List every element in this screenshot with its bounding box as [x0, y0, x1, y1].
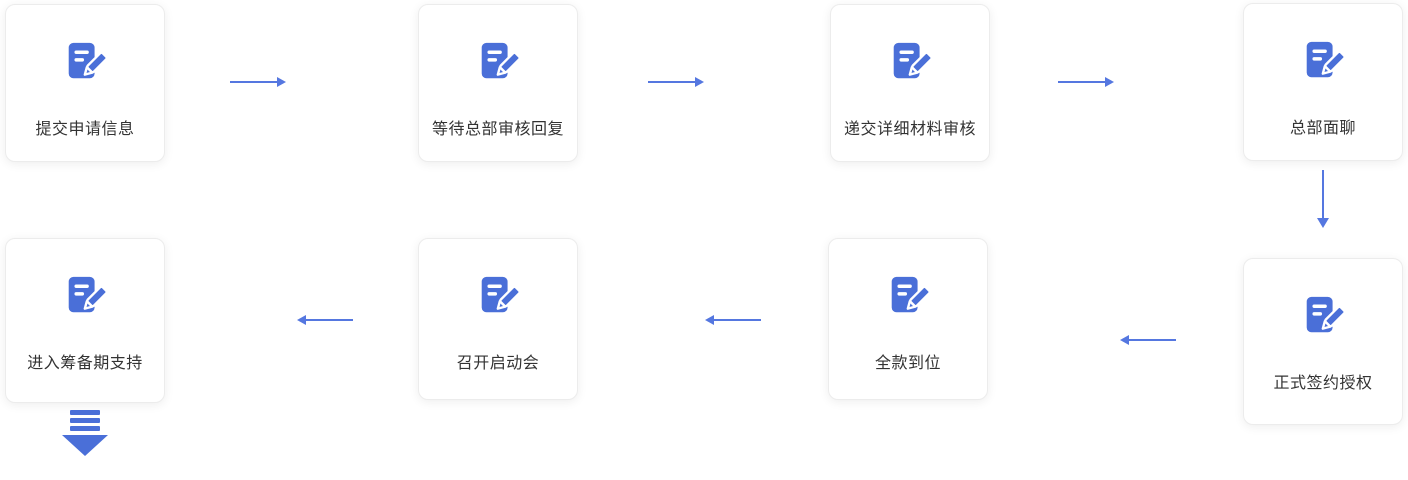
arrow-left-icon — [1120, 335, 1176, 345]
document-edit-icon — [1300, 293, 1346, 339]
step-card-submit-detailed-materials: 递交详细材料审核 — [830, 4, 990, 162]
arrow-left-icon — [705, 315, 761, 325]
step-card-hq-interview: 总部面聊 — [1243, 3, 1403, 161]
step-card-kickoff-meeting: 召开启动会 — [418, 238, 578, 400]
step-card-wait-hq-review: 等待总部审核回复 — [418, 4, 578, 162]
step-label: 进入筹备期支持 — [27, 355, 143, 372]
document-edit-icon — [475, 273, 521, 319]
step-label: 全款到位 — [874, 355, 941, 372]
document-edit-icon — [62, 273, 108, 319]
step-label: 等待总部审核回复 — [431, 121, 564, 138]
arrow-right-icon — [230, 77, 286, 87]
step-card-preparation-support: 进入筹备期支持 — [5, 238, 165, 403]
step-label: 召开启动会 — [456, 355, 540, 372]
arrow-right-icon — [1058, 77, 1114, 87]
document-edit-icon — [62, 39, 108, 85]
document-edit-icon — [1300, 38, 1346, 84]
step-label: 总部面聊 — [1289, 120, 1356, 137]
document-edit-icon — [885, 273, 931, 319]
document-edit-icon — [475, 39, 521, 85]
step-card-formal-signing: 正式签约授权 — [1243, 258, 1403, 425]
step-card-submit-application: 提交申请信息 — [5, 4, 165, 162]
step-label: 提交申请信息 — [35, 121, 135, 138]
arrow-left-icon — [297, 315, 353, 325]
arrow-down-icon — [1317, 170, 1329, 228]
step-label: 正式签约授权 — [1273, 375, 1373, 392]
step-label: 递交详细材料审核 — [843, 121, 976, 138]
arrow-right-icon — [648, 77, 704, 87]
step-card-full-payment: 全款到位 — [828, 238, 988, 400]
document-edit-icon — [887, 39, 933, 85]
striped-down-arrow-icon — [62, 410, 108, 456]
